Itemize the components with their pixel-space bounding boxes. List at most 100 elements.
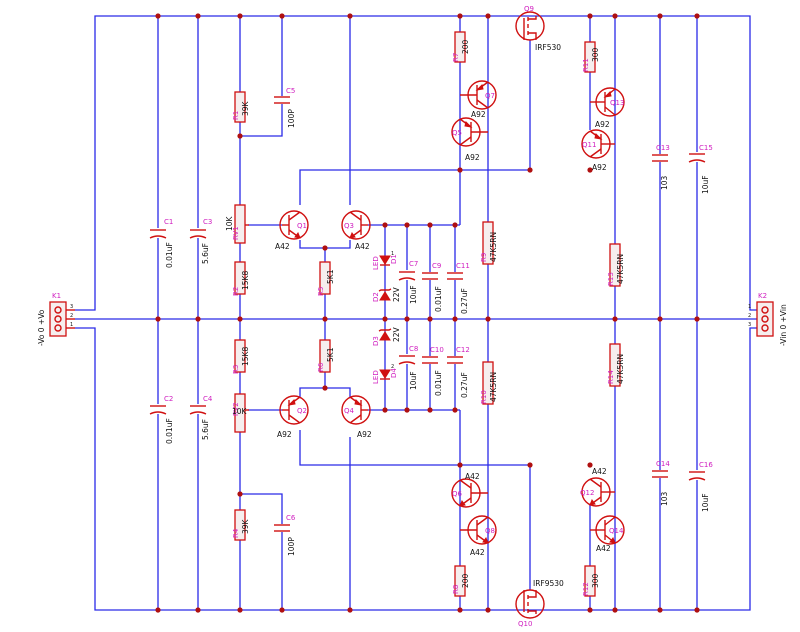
resistor-r3: R3 15K8 [232, 339, 250, 374]
q9-type: IRF530 [535, 43, 561, 52]
c14-ref: C14 [656, 460, 670, 468]
d1-type: LED [372, 256, 380, 270]
capacitor-c11: C11 0.27uF [447, 262, 470, 314]
d2-value: 22V [392, 286, 401, 302]
c2-ref: C2 [164, 395, 173, 403]
r7-ref: R7 [452, 53, 460, 62]
resistor-r5: R5 5K1 [317, 261, 335, 296]
r1-value: 39K [241, 100, 250, 116]
k1-pin-1: 1 [70, 322, 73, 328]
resistor-r13: R13 47K5RN [607, 243, 625, 287]
r4-ref: R4 [232, 528, 240, 538]
q10-ref: Q10 [518, 620, 532, 628]
transistor-q4: Q4 A92 [341, 395, 372, 439]
c3-value: 5.6uF [201, 243, 210, 264]
transistor-q3: Q3 A42 [341, 210, 371, 251]
r7-value: 200 [461, 39, 470, 54]
transistor-q8: Q8 A42 [460, 515, 497, 557]
d2-ref: D2 [372, 292, 380, 302]
q5-type: A92 [465, 153, 480, 162]
k2-ref: K2 [758, 292, 767, 300]
c12-value: 0.27uF [460, 372, 469, 398]
capacitor-c13: C13 103 [652, 144, 670, 190]
capacitor-c16: C16 10uF [688, 461, 713, 512]
k2-pin-3: 3 [748, 322, 751, 328]
c8-value: 10uF [409, 371, 418, 390]
r8-ref: R8 [452, 585, 460, 594]
led-d4: LED D4 2 [372, 364, 398, 384]
capacitor-c12: C12 0.27uF [447, 346, 470, 398]
q13-ref: Q13 [610, 99, 624, 107]
capacitor-c15: C15 10uF [688, 144, 713, 194]
q8-ref: Q8 [485, 527, 495, 535]
k1-pin-2: 2 [70, 313, 73, 319]
q13-type: A92 [595, 120, 610, 129]
capacitor-c4: C4 5.6uF [189, 395, 213, 440]
q3-ref: Q3 [344, 222, 354, 230]
r8-value: 200 [461, 573, 470, 588]
c4-value: 5.6uF [201, 419, 210, 440]
r2-ref: R2 [232, 287, 240, 296]
resistor-r11: R11 300 [582, 41, 600, 73]
r12-ref: R12 [582, 582, 590, 596]
mosfet-q10: Q10 IRF9530 [515, 579, 564, 628]
capacitor-c9: C9 0.01uF [422, 262, 443, 312]
r13-ref: R13 [607, 272, 615, 286]
resistor-r1: R1 39K [232, 91, 250, 123]
r12-value: 300 [591, 573, 600, 588]
c10-ref: C10 [430, 346, 444, 354]
q2-type: A92 [277, 430, 292, 439]
q4-ref: Q4 [344, 407, 355, 415]
r5-ref: R5 [317, 287, 325, 296]
transistor-q7: Q7 A92 [460, 80, 497, 119]
k2-pin-2: 2 [748, 313, 751, 319]
k2-pin-1: 1 [748, 304, 751, 310]
d4-ref: D4 [390, 368, 398, 378]
c15-ref: C15 [699, 144, 713, 152]
capacitor-c5: C5 100P [274, 87, 296, 128]
q1-ref: Q1 [297, 222, 307, 230]
c7-ref: C7 [409, 260, 418, 268]
rv2-value: 10K [232, 407, 248, 416]
c5-ref: C5 [286, 87, 295, 95]
q7-ref: Q7 [485, 92, 495, 100]
transistor-q13: Q13 A92 [590, 87, 625, 129]
c15-value: 10uF [701, 175, 710, 194]
c9-ref: C9 [432, 262, 441, 270]
resistor-r6: R6 5K1 [317, 339, 335, 373]
connector-k2: K2 1 2 3 -Vin 0 +Vin [748, 292, 788, 346]
q7-type: A92 [471, 110, 486, 119]
q6-ref: Q6 [452, 490, 463, 498]
capacitor-c2: C2 0.01uF [149, 395, 174, 444]
resistor-r10: R10 47K5RN [480, 361, 498, 405]
transistor-q11: Q11 A92 [581, 129, 615, 172]
c11-ref: C11 [456, 262, 470, 270]
r9-ref: R9 [480, 253, 488, 262]
r11-value: 300 [591, 47, 600, 62]
c16-value: 10uF [701, 493, 710, 512]
zener-d3: D3 22V [372, 326, 401, 346]
r9-value: 47K5RN [489, 232, 498, 262]
zener-d2: D2 22V [372, 286, 401, 302]
d1-ref: D1 [390, 254, 398, 264]
junction-dots [155, 13, 700, 613]
q3-type: A42 [355, 242, 370, 251]
r14-value: 47K5RN [616, 354, 625, 384]
q11-ref: Q11 [582, 141, 596, 149]
resistor-r12: R12 300 [582, 565, 600, 597]
led-d1: LED D1 1 [372, 251, 398, 270]
r3-ref: R3 [232, 365, 240, 374]
r13-value: 47K5RN [616, 254, 625, 284]
c16-ref: C16 [699, 461, 713, 469]
resistor-r7: R7 200 [452, 31, 470, 63]
c13-value: 103 [660, 175, 669, 190]
c10-value: 0.01uF [434, 370, 443, 396]
capacitor-c8: C8 10uF [398, 345, 418, 390]
q10-type: IRF9530 [533, 579, 564, 588]
connector-k1: K1 3 2 1 -Vo 0 +Vo [37, 292, 75, 346]
potentiometer-rv1: RV1 10K [225, 204, 249, 244]
c6-ref: C6 [286, 514, 296, 522]
k1-ref: K1 [52, 292, 61, 300]
r14-ref: R14 [607, 370, 615, 384]
